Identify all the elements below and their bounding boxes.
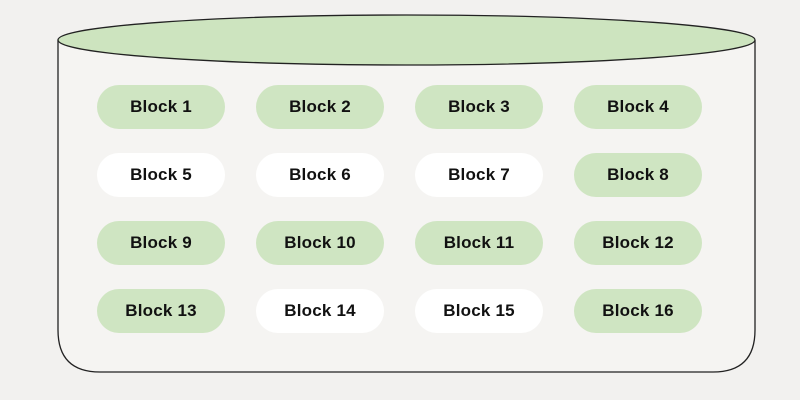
block-label: Block 16 — [602, 301, 674, 320]
block-13: Block 13 — [97, 289, 225, 333]
block-2: Block 2 — [256, 85, 384, 129]
block-5: Block 5 — [97, 153, 225, 197]
block-label: Block 3 — [448, 97, 510, 116]
block-label: Block 15 — [443, 301, 515, 320]
block-label: Block 9 — [130, 233, 192, 252]
block-7: Block 7 — [415, 153, 543, 197]
block-label: Block 12 — [602, 233, 674, 252]
block-3: Block 3 — [415, 85, 543, 129]
block-12: Block 12 — [574, 221, 702, 265]
block-label: Block 5 — [130, 165, 192, 184]
block-6: Block 6 — [256, 153, 384, 197]
block-14: Block 14 — [256, 289, 384, 333]
block-label: Block 10 — [284, 233, 356, 252]
block-label: Block 14 — [284, 301, 356, 320]
block-label: Block 4 — [607, 97, 669, 116]
cylinder-outline — [57, 40, 756, 373]
block-label: Block 6 — [289, 165, 351, 184]
block-1: Block 1 — [97, 85, 225, 129]
block-label: Block 8 — [607, 165, 669, 184]
block-8: Block 8 — [574, 153, 702, 197]
block-label: Block 7 — [448, 165, 510, 184]
block-label: Block 13 — [125, 301, 197, 320]
block-label: Block 2 — [289, 97, 351, 116]
block-15: Block 15 — [415, 289, 543, 333]
block-11: Block 11 — [415, 221, 543, 265]
cylinder-top — [57, 14, 756, 66]
block-grid: Block 1 Block 2 Block 3 Block 4 Block 5 … — [97, 85, 702, 333]
block-label: Block 1 — [130, 97, 192, 116]
block-16: Block 16 — [574, 289, 702, 333]
block-label: Block 11 — [443, 233, 515, 252]
block-10: Block 10 — [256, 221, 384, 265]
block-9: Block 9 — [97, 221, 225, 265]
block-4: Block 4 — [574, 85, 702, 129]
